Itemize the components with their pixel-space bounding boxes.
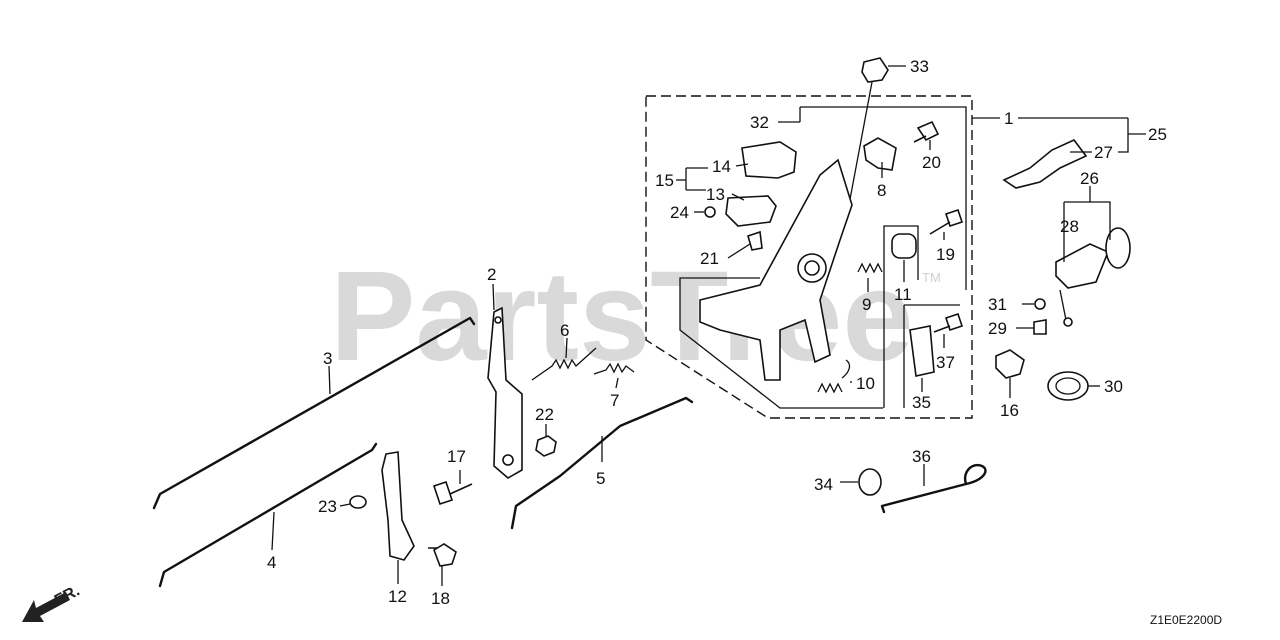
- callout-31: 31: [988, 295, 1007, 314]
- callout-2: 2: [487, 265, 496, 284]
- part-9-spring: [857, 262, 883, 274]
- part-3-rod: [152, 316, 476, 510]
- lever-hole-top: [494, 316, 502, 324]
- callout-32: 32: [750, 113, 769, 132]
- callout-17: 17: [447, 447, 466, 466]
- callout-30: 30: [1104, 377, 1123, 396]
- callout-13: 13: [706, 185, 725, 204]
- diagram-code: Z1E0E2200D: [1150, 613, 1222, 627]
- callout-27: 27: [1094, 143, 1113, 162]
- part-13-switch: [725, 195, 777, 227]
- callout-labels: 1 2 3 4 5 6 7 8 9 10 11 12 13 14 15 16 1…: [267, 57, 1167, 608]
- front-arrow-icon: [22, 592, 70, 622]
- part-6-spring: [531, 347, 597, 381]
- callout-8: 8: [877, 181, 886, 200]
- callout-14: 14: [712, 157, 731, 176]
- lever-hole-bottom: [502, 454, 514, 466]
- callout-29: 29: [988, 319, 1007, 338]
- wire-28: [1059, 289, 1067, 321]
- part-11-collar: [891, 233, 917, 259]
- callout-26: 26: [1080, 169, 1099, 188]
- callout-36: 36: [912, 447, 931, 466]
- part-30-clamp: [1047, 371, 1089, 401]
- callout-12: 12: [388, 587, 407, 606]
- leader-lines: [271, 65, 1146, 586]
- callout-28: 28: [1060, 217, 1079, 236]
- part-35-plate: [909, 325, 935, 377]
- part-12-arm: [381, 451, 415, 561]
- cable-33: [847, 81, 873, 211]
- callout-15: 15: [655, 171, 674, 190]
- part-36-pin: [880, 463, 987, 514]
- part-32-control-bracket: [699, 158, 853, 381]
- assembly-outline: [645, 95, 973, 419]
- sub-outline-11: [883, 225, 919, 408]
- callout-18: 18: [431, 589, 450, 608]
- part-4-rod: [158, 442, 378, 588]
- part-19-bolt: [929, 208, 964, 235]
- watermark-tm: TM: [922, 270, 941, 285]
- part-10-spring: [817, 359, 851, 394]
- pivot-hole: [804, 260, 820, 276]
- callout-33: 33: [910, 57, 929, 76]
- part-23-washer: [349, 495, 367, 509]
- part-27-plate: [1002, 139, 1088, 189]
- part-18-bolt: [428, 543, 457, 567]
- callout-7: 7: [610, 391, 619, 410]
- callout-1: 1: [1004, 109, 1013, 128]
- callout-35: 35: [912, 393, 931, 412]
- part-7-spring: [593, 362, 635, 375]
- part-28-stop-switch: [1055, 243, 1110, 289]
- callout-24: 24: [670, 203, 689, 222]
- part-20-bolt: [913, 120, 940, 143]
- inner-outline: [679, 106, 967, 409]
- callout-34: 34: [814, 475, 833, 494]
- part-33-clip: [861, 57, 889, 83]
- part-26-knob: [1105, 227, 1131, 269]
- callout-11: 11: [894, 285, 912, 304]
- part-22-nut: [535, 435, 557, 457]
- callout-16: 16: [1000, 401, 1019, 420]
- callout-6: 6: [560, 321, 569, 340]
- part-24-washer: [704, 206, 716, 218]
- part-5-rod: [510, 396, 694, 530]
- callout-19: 19: [936, 245, 955, 264]
- part-17-screw: [432, 480, 473, 506]
- part-2-lever: [487, 306, 523, 479]
- part-34-grommet: [858, 468, 882, 496]
- callout-23: 23: [318, 497, 337, 516]
- callout-10: 10: [856, 374, 875, 393]
- part-30-clamp-inner: [1055, 377, 1081, 395]
- part-16-bolt: [995, 349, 1025, 379]
- callout-4: 4: [267, 553, 276, 572]
- callout-9: 9: [862, 295, 871, 314]
- callout-3: 3: [323, 349, 332, 368]
- sub-outline-35: [903, 304, 960, 408]
- wire-terminal: [1063, 317, 1073, 327]
- part-21-screw: [747, 230, 763, 251]
- part-8-clip: [863, 137, 897, 171]
- part-29-screw: [1033, 319, 1047, 335]
- callout-21: 21: [700, 249, 719, 268]
- callout-22: 22: [535, 405, 554, 424]
- callout-37: 37: [936, 353, 955, 372]
- callout-20: 20: [922, 153, 941, 172]
- part-31-washer: [1034, 298, 1046, 310]
- callout-5: 5: [596, 469, 605, 488]
- front-arrow: FR.: [22, 582, 83, 622]
- callout-25: 25: [1148, 125, 1167, 144]
- part-14-choke-knob: [741, 141, 797, 179]
- part-37-bolt: [933, 312, 964, 333]
